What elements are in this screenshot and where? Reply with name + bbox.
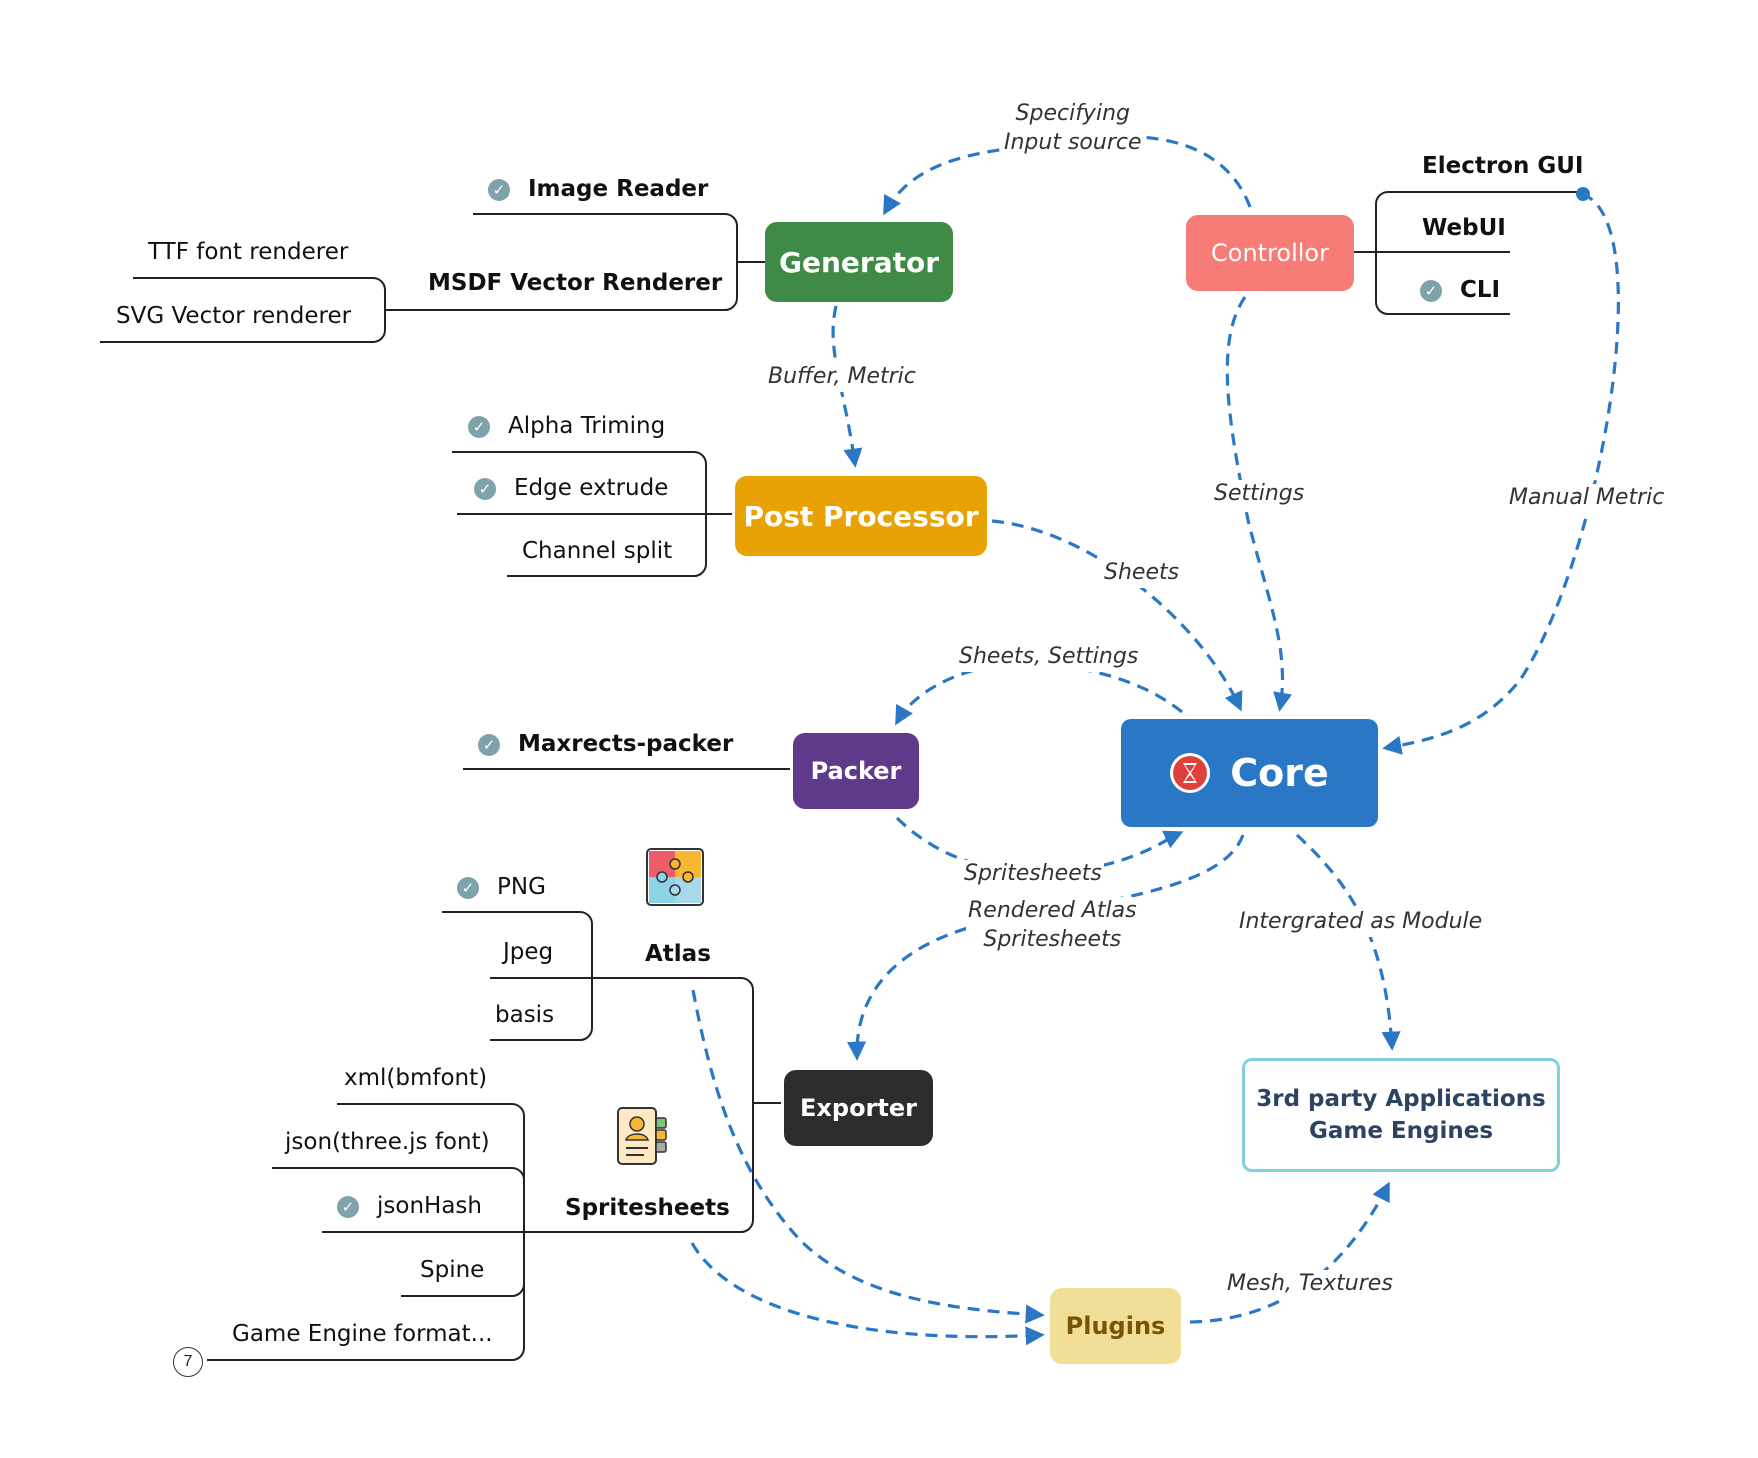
core-node[interactable]: Core (1121, 719, 1378, 827)
controller-label: Controllor (1211, 239, 1329, 267)
edge-mesh (1189, 1181, 1390, 1324)
third-party-label: 3rd party Applications Game Engines (1256, 1085, 1546, 1144)
edge-settings (1225, 296, 1293, 712)
check-icon: ✓ (457, 876, 479, 899)
post-bracket (452, 451, 732, 577)
ttf-item: TTF font renderer (148, 239, 349, 265)
edge-integrated (1295, 833, 1401, 1051)
check-icon: ✓ (337, 1195, 359, 1218)
core-label: Core (1230, 751, 1329, 795)
post-processor-label: Post Processor (743, 499, 979, 533)
jsonhash-item: ✓jsonHash (337, 1195, 482, 1218)
packer-node[interactable]: Packer (793, 733, 919, 809)
webui-item: WebUI (1422, 215, 1506, 241)
check-icon: ✓ (488, 178, 510, 201)
msdf-bracket (100, 277, 386, 343)
collapsed-count-badge[interactable]: 7 (173, 1347, 203, 1377)
generator-label: Generator (778, 245, 940, 279)
post-processor-node[interactable]: Post Processor (735, 476, 987, 556)
basis-item: basis (495, 1002, 555, 1028)
edge-label-specifying: Specifying Input source (1002, 100, 1144, 158)
alpha-item: ✓Alpha Triming (468, 415, 665, 438)
atlas-bracket (442, 911, 593, 1041)
edge-label-sheets-settings: Sheets, Settings (957, 643, 1141, 672)
edge-label-rendered: Rendered Atlas Spritesheets (966, 897, 1139, 955)
electron-anchor-dot (1576, 187, 1590, 201)
jpeg-item: Jpeg (503, 939, 554, 965)
edge-label-spritesheets: Spritesheets (962, 860, 1104, 889)
check-icon: ✓ (478, 733, 500, 756)
atlas-item: Atlas (645, 941, 711, 967)
check-icon: ✓ (474, 477, 496, 500)
edge-specifying (883, 135, 1252, 216)
edge-sheets-settings (895, 662, 1184, 726)
exporter-node[interactable]: Exporter (784, 1070, 933, 1146)
maxrects-item: ✓Maxrects-packer (478, 733, 733, 756)
generator-bracket (385, 213, 765, 311)
generator-node[interactable]: Generator (765, 222, 953, 302)
edge-atlas-plugins (691, 989, 1045, 1324)
edge-label-settings: Settings (1212, 480, 1307, 509)
electron-item: Electron GUI (1422, 153, 1584, 179)
check-icon: ✓ (1420, 279, 1442, 302)
channel-item: Channel split (522, 538, 673, 564)
png-item: ✓PNG (457, 876, 546, 899)
puzzle-icon (646, 848, 704, 911)
exporter-bracket (494, 977, 781, 1233)
spritesheets-item: Spritesheets (565, 1195, 730, 1221)
edge-label-manual-metric: Manual Metric (1507, 484, 1667, 513)
check-icon: ✓ (468, 415, 490, 438)
edge-label-buffer: Buffer, Metric (766, 363, 918, 392)
hourglass-icon (1170, 753, 1211, 793)
packer-label: Packer (810, 757, 902, 785)
edge-label-integrated: Intergrated as Module (1237, 908, 1485, 937)
edge-label-sheets: Sheets (1102, 559, 1182, 588)
third-party-node[interactable]: 3rd party Applications Game Engines (1242, 1058, 1560, 1172)
edge-sprites-plugins (690, 1242, 1045, 1346)
exporter-label: Exporter (800, 1094, 917, 1122)
spritesheets-bracket (207, 1103, 525, 1361)
plugins-node[interactable]: Plugins (1050, 1288, 1181, 1364)
xml-item: xml(bmfont) (344, 1065, 488, 1091)
game-engine-item: Game Engine format... (232, 1321, 493, 1347)
image-reader-item: ✓Image Reader (488, 178, 708, 201)
document-icon (616, 1106, 670, 1171)
msdf-item: MSDF Vector Renderer (428, 270, 723, 296)
edge-item: ✓Edge extrude (474, 477, 668, 500)
cli-item: ✓CLI (1420, 279, 1500, 302)
spine-item: Spine (420, 1257, 485, 1283)
controller-bracket (1345, 191, 1578, 315)
edge-label-mesh: Mesh, Textures (1225, 1270, 1395, 1299)
svg-item: SVG Vector renderer (116, 303, 352, 329)
json3-item: json(three.js font) (285, 1129, 490, 1155)
edge-sheets (991, 519, 1243, 712)
edge-manual-metric (1382, 192, 1620, 755)
controller-node[interactable]: Controllor (1186, 215, 1354, 291)
plugins-label: Plugins (1065, 1312, 1166, 1340)
